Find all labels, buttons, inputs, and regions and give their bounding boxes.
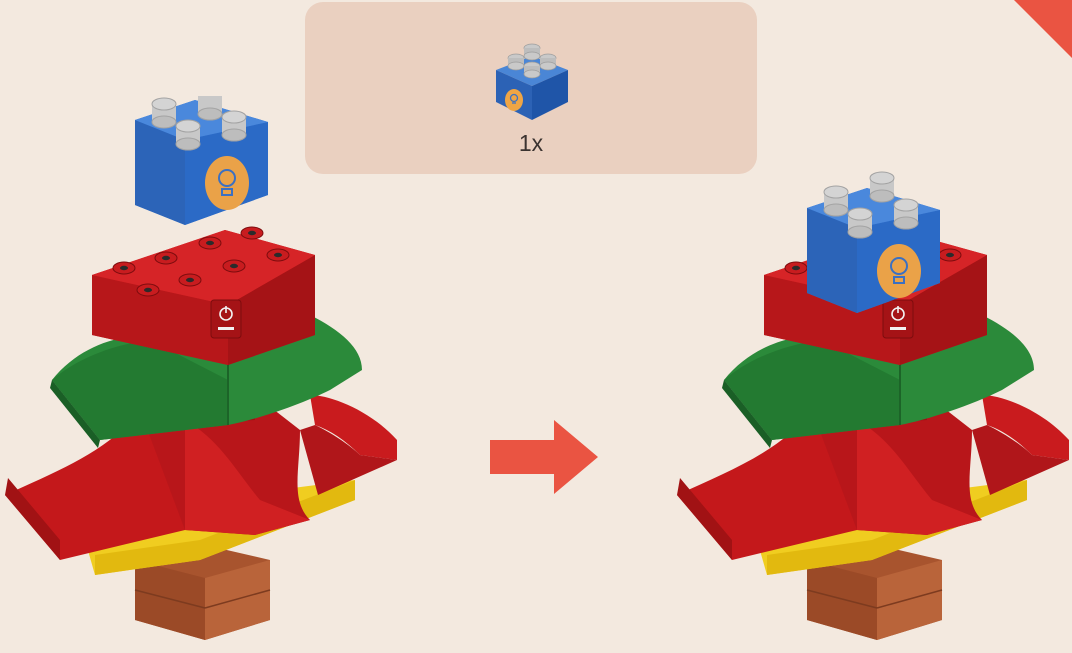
green-arch-layer xyxy=(50,315,362,448)
light-brick-icon xyxy=(496,43,568,120)
corner-flag xyxy=(1014,0,1072,58)
part-quantity: 1x xyxy=(518,130,544,156)
red-arch-layer xyxy=(5,395,397,560)
red-brick xyxy=(92,226,315,365)
blue-light-brick xyxy=(135,96,268,225)
right-arrow-icon xyxy=(490,420,598,494)
parts-panel: 1x xyxy=(305,2,757,174)
trunk-brick xyxy=(134,545,271,640)
